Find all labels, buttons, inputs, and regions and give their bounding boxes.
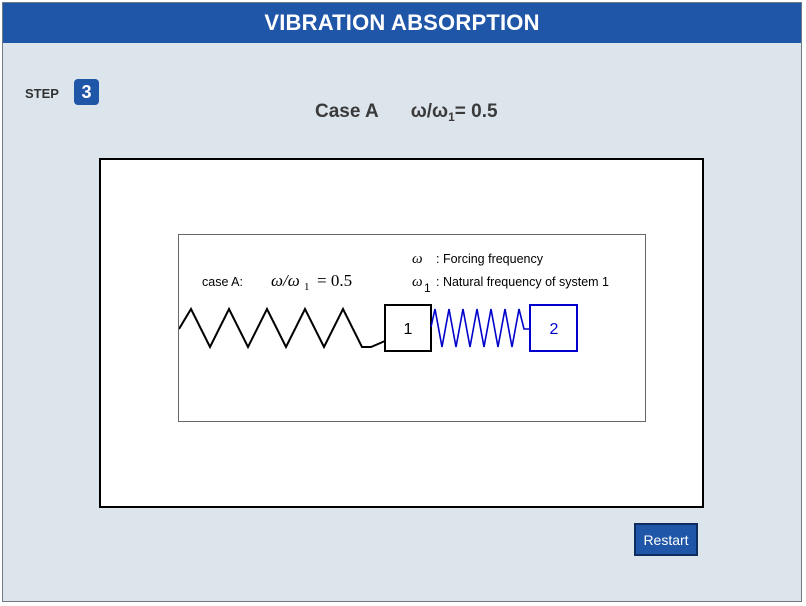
- mass-2-label: 2: [550, 321, 559, 338]
- legend-omega1-symbol: ω: [412, 274, 423, 290]
- diagram-ratio-subscript: 1: [304, 281, 310, 293]
- spring-mass-diagram: case A: ω/ω 1 = 0.5 ω : Forcing frequenc…: [178, 251, 609, 352]
- restart-button[interactable]: Restart: [634, 523, 698, 556]
- diagram-case-label: case A:: [202, 275, 243, 289]
- case-ratio-value: = 0.5: [454, 101, 498, 122]
- case-title: Case A ω/ω1= 0.5: [315, 101, 498, 124]
- legend-omega-symbol: ω: [412, 251, 423, 267]
- app-title: VIBRATION ABSORPTION: [3, 3, 801, 43]
- case-ratio-subscript: 1: [448, 110, 455, 124]
- legend-natural-frequency: : Natural frequency of system 1: [436, 275, 609, 289]
- mass-1-block: [384, 304, 432, 352]
- spring-2: [430, 308, 530, 348]
- diagram-ratio-value: = 0.5: [317, 271, 352, 290]
- diagram-ratio-symbol: ω/ω: [271, 271, 300, 290]
- mass-1-label: 1: [404, 321, 413, 338]
- spring-1: [178, 306, 386, 350]
- legend-forcing-frequency: : Forcing frequency: [436, 252, 544, 266]
- case-name: Case A: [315, 101, 379, 122]
- case-ratio-symbol: ω/ω: [410, 101, 449, 122]
- simulation-canvas: case A: ω/ω 1 = 0.5 ω : Forcing frequenc…: [99, 158, 704, 508]
- system-diagram: case A: ω/ω 1 = 0.5 ω : Forcing frequenc…: [178, 234, 646, 422]
- step-label: STEP: [25, 86, 59, 101]
- step-number-badge: 3: [74, 79, 99, 105]
- legend-omega1-subscript: 1: [424, 281, 431, 295]
- mass-2-block: [529, 304, 578, 352]
